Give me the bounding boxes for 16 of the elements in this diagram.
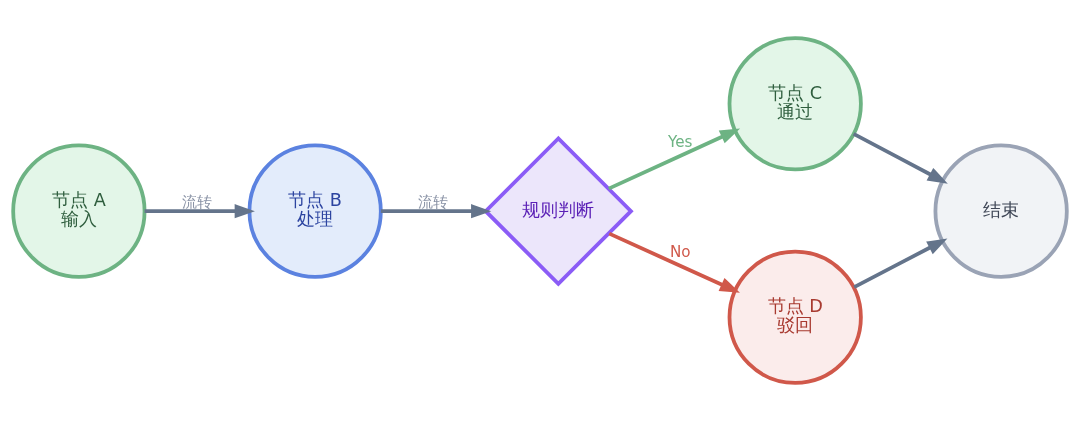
node-circle: 节点 B 处理 (247, 143, 383, 279)
node-circle: 结束 (933, 143, 1069, 279)
node-circle: 节点 C 通过 (727, 36, 863, 172)
arrow (853, 238, 948, 289)
arrow (607, 128, 741, 191)
edge-label: No (669, 243, 691, 262)
node-circle: 节点 D 驳回 (727, 249, 863, 385)
node-circle: 节点 A 输入 (11, 143, 147, 279)
node-diamond: 规则判断 (483, 135, 634, 287)
arrow (852, 132, 948, 184)
arrow (608, 231, 740, 293)
edge-label: 流转 (182, 192, 212, 211)
edge-label: Yes (668, 133, 693, 152)
arrow (380, 204, 492, 219)
edge-label: 流转 (418, 192, 449, 211)
arrow (144, 204, 255, 219)
